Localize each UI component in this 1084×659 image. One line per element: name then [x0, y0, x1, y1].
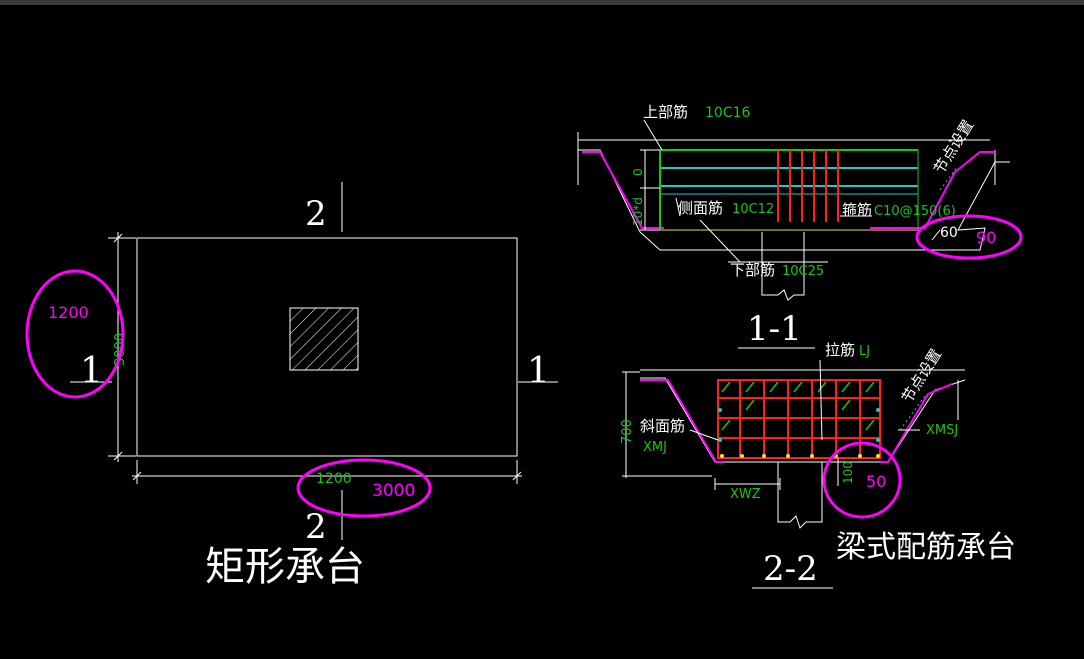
plan-section-mark-top: 2: [305, 194, 327, 234]
dimension-height: [108, 232, 136, 462]
annotation-circle-bottom: [296, 458, 432, 518]
plan-title: 矩形承台: [205, 544, 365, 590]
annotation-value-bottom: 3000: [372, 481, 415, 501]
top-bar-label: 上部筋: [643, 103, 688, 121]
stirrup-label: 箍筋: [842, 201, 872, 219]
annotation-value-left: 1200: [48, 303, 89, 322]
side-bar-label: 侧面筋: [678, 199, 723, 217]
pile-cap-outline: [136, 237, 518, 457]
bottom-bar-label: 下部筋: [730, 261, 775, 279]
stirrup-value: C10@150(6): [874, 204, 956, 219]
plan-section-mark-right: 1: [527, 351, 550, 392]
section-1-1-title: 1-1: [747, 309, 802, 349]
section-2-2: [622, 359, 966, 589]
height-dim: 700: [620, 419, 635, 444]
slope-bar-value: XMJ: [643, 440, 667, 455]
bottom-value-xwz: XWZ: [730, 487, 761, 502]
top-bar-value: 10C16: [705, 105, 750, 121]
plan-section-mark-left: 1: [80, 351, 103, 392]
window-top-bar: [0, 0, 1084, 5]
tie-label: 拉筋: [825, 341, 855, 359]
side-value-xmsj: XMSJ: [926, 423, 958, 438]
column-hatched: [289, 307, 359, 371]
node-label-2: 节点设置: [898, 346, 945, 406]
annotation-circle-left: [25, 269, 125, 399]
beam-cap-caption: 梁式配筋承台: [836, 530, 1016, 565]
dim-100: 100: [841, 461, 855, 484]
node-label-1: 节点设置: [930, 117, 977, 177]
annotation-value-angle: 90: [976, 228, 996, 247]
dimension-width: [132, 460, 522, 484]
dim-zero: 0: [631, 168, 645, 176]
annotation-value-50: 50: [866, 472, 886, 491]
dim-side: 10*d: [631, 197, 645, 226]
side-bar-value: 10C12: [732, 202, 774, 217]
plan-section-mark-bottom: 2: [305, 507, 327, 547]
section-1-1: [577, 119, 1010, 349]
annotation-circle-50: [822, 441, 902, 519]
tie-value: LJ: [859, 344, 870, 359]
annotation-circle-angle: [915, 214, 1023, 260]
bottom-bar-value: 10C25: [782, 264, 824, 279]
plan-view: [70, 182, 558, 540]
angle-label: 60: [940, 225, 958, 241]
plan-dim-width-label: 1200: [316, 471, 352, 487]
slope-bar-label: 斜面筋: [640, 417, 685, 435]
section-2-2-title: 2-2: [763, 549, 818, 589]
